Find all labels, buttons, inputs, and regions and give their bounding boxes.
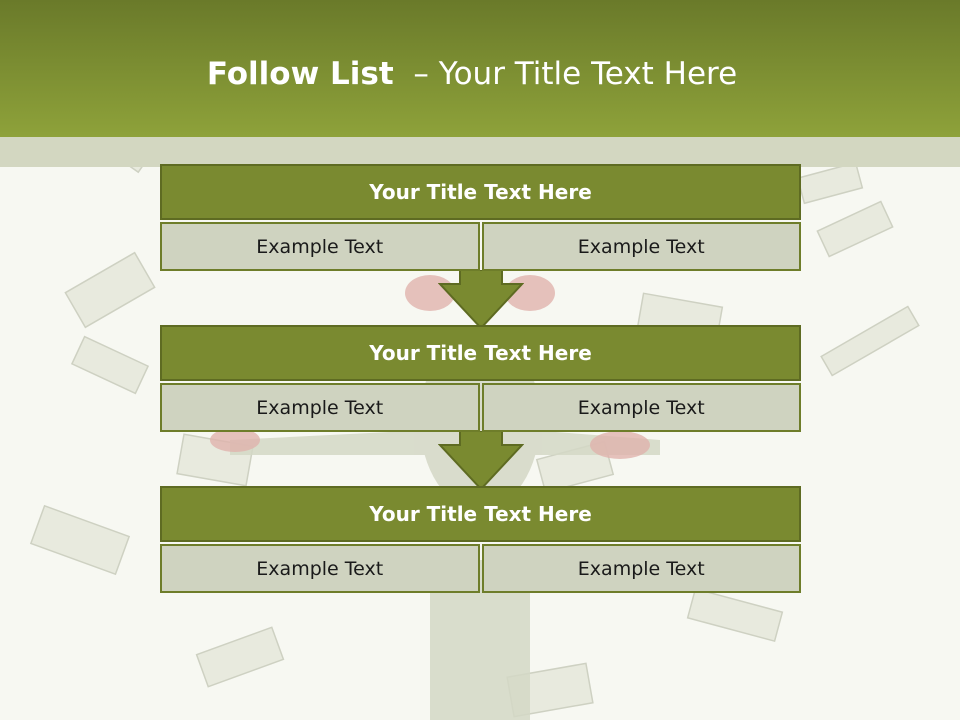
header-band (0, 137, 960, 167)
down-arrow-icon (438, 431, 524, 491)
block-cell-left: Example Text (160, 544, 480, 593)
block-cell-right: Example Text (481, 222, 801, 271)
block-row: Example Text Example Text (160, 383, 801, 432)
down-arrow-icon (438, 270, 524, 330)
block-cell-left: Example Text (160, 222, 480, 271)
block-cell-left: Example Text (160, 383, 480, 432)
block-cell-right: Example Text (481, 383, 801, 432)
list-block: Your Title Text Here Example Text Exampl… (160, 486, 801, 593)
slide-title: Follow List – Your Title Text Here (0, 56, 944, 92)
block-cell-right: Example Text (481, 544, 801, 593)
block-title: Your Title Text Here (160, 325, 801, 381)
block-title: Your Title Text Here (160, 164, 801, 220)
block-title: Your Title Text Here (160, 486, 801, 542)
list-block: Your Title Text Here Example Text Exampl… (160, 325, 801, 432)
slide-title-bold: Follow List (206, 56, 394, 92)
slide-title-rest: – Your Title Text Here (413, 56, 738, 92)
list-block: Your Title Text Here Example Text Exampl… (160, 164, 801, 271)
header-bar (0, 0, 960, 137)
block-row: Example Text Example Text (160, 544, 801, 593)
block-row: Example Text Example Text (160, 222, 801, 271)
